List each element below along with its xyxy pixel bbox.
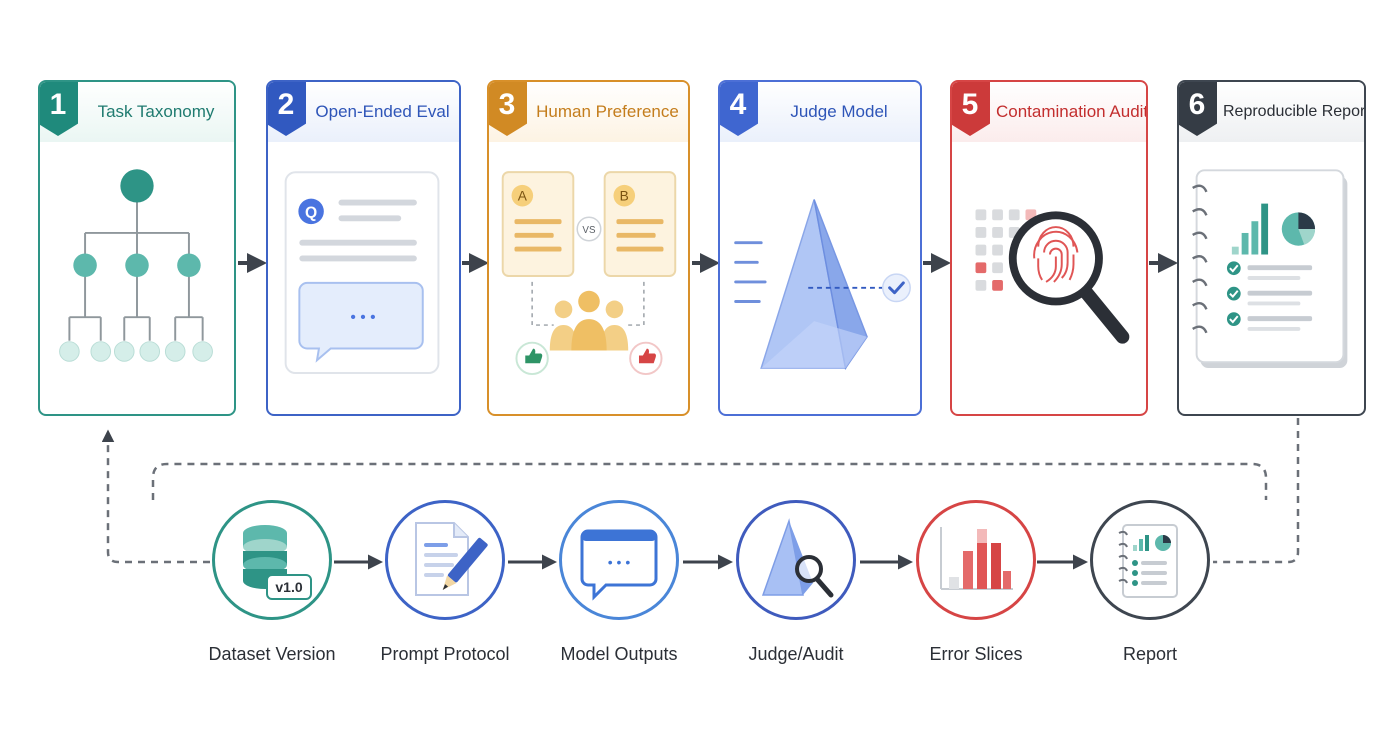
step-number: 4 xyxy=(720,82,758,136)
versus-label: VS xyxy=(582,225,596,236)
node-report xyxy=(1090,500,1210,620)
q-badge-text: Q xyxy=(305,204,317,221)
q-badge-icon xyxy=(298,198,324,225)
version-badge: v1.0 xyxy=(275,579,302,595)
stage-title: Human Preference xyxy=(536,102,679,121)
document-pen-icon xyxy=(415,522,488,596)
node-label-model-outputs: Model Outputs xyxy=(560,644,678,664)
stage-header: 2 Open-Ended Eval xyxy=(268,82,459,142)
stage-title: Contamination Audit xyxy=(996,102,1148,121)
notebook-report-icon xyxy=(1192,169,1348,369)
stage-judge-model: 4 Judge Model xyxy=(718,80,922,416)
bar-chart-icon xyxy=(940,527,1013,590)
stage-reproducible-report: 6 Reproducible Report xyxy=(1177,80,1366,416)
stage-task-taxonomy: 1 Task Taxonomy xyxy=(38,80,236,416)
stage-title: Judge Model xyxy=(790,102,888,121)
step-number: 6 xyxy=(1179,82,1217,136)
stage-header: 3 Human Preference xyxy=(489,82,688,142)
step-number: 2 xyxy=(268,82,306,136)
stage-human-preference: 3 Human Preference A B VS xyxy=(487,80,690,416)
stage-title: Reproducible Report xyxy=(1223,103,1366,120)
database-icon: v1.0 xyxy=(243,525,312,600)
option-b-label: B xyxy=(620,189,629,204)
step-number: 1 xyxy=(40,82,78,136)
stage-header: 4 Judge Model xyxy=(720,82,920,142)
tree-hierarchy-icon xyxy=(59,169,213,362)
prism-magnifier-icon xyxy=(761,518,834,598)
node-label-prompt-protocol: Prompt Protocol xyxy=(380,644,510,664)
stage-open-ended-eval: 2 Open-Ended Eval Q • • • xyxy=(266,80,461,416)
stage-contamination-audit: 5 Contamination Audit xyxy=(950,80,1148,416)
stage-header: 5 Contamination Audit xyxy=(952,82,1146,142)
chat-window-icon: • • • xyxy=(580,529,658,601)
node-label-judge-audit: Judge/Audit xyxy=(748,644,844,664)
stage-title: Task Taxonomy xyxy=(97,102,215,121)
step-number: 3 xyxy=(489,82,527,136)
node-label-report: Report xyxy=(1122,644,1178,664)
report-icon xyxy=(1118,524,1178,598)
option-a-label: A xyxy=(518,189,528,204)
node-error-slices xyxy=(916,500,1036,620)
node-judge-audit xyxy=(736,500,856,620)
node-label-dataset-version: Dataset Version xyxy=(208,644,336,664)
stage-header: 1 Task Taxonomy xyxy=(40,82,234,142)
prism-check-icon xyxy=(734,199,911,371)
stage-title: Open-Ended Eval xyxy=(315,102,450,121)
node-dataset-version: v1.0 xyxy=(212,500,332,620)
a-vs-b-people-icon: A B VS xyxy=(501,171,677,376)
output-dots: • • • xyxy=(608,554,631,570)
step-number: 5 xyxy=(952,82,990,136)
chat-bubble-icon xyxy=(298,281,424,363)
node-model-outputs: • • • xyxy=(559,500,679,620)
fingerprint-magnifier-icon xyxy=(975,209,1130,344)
node-label-error-slices: Error Slices xyxy=(929,644,1023,664)
chat-dots: • • • xyxy=(350,309,375,326)
stage-header: 6 Reproducible Report xyxy=(1179,82,1364,142)
node-prompt-protocol xyxy=(385,500,505,620)
people-group-icon xyxy=(549,290,629,351)
loop-dashed-line xyxy=(101,418,1300,564)
question-chat-icon: Q • • • xyxy=(284,171,440,374)
